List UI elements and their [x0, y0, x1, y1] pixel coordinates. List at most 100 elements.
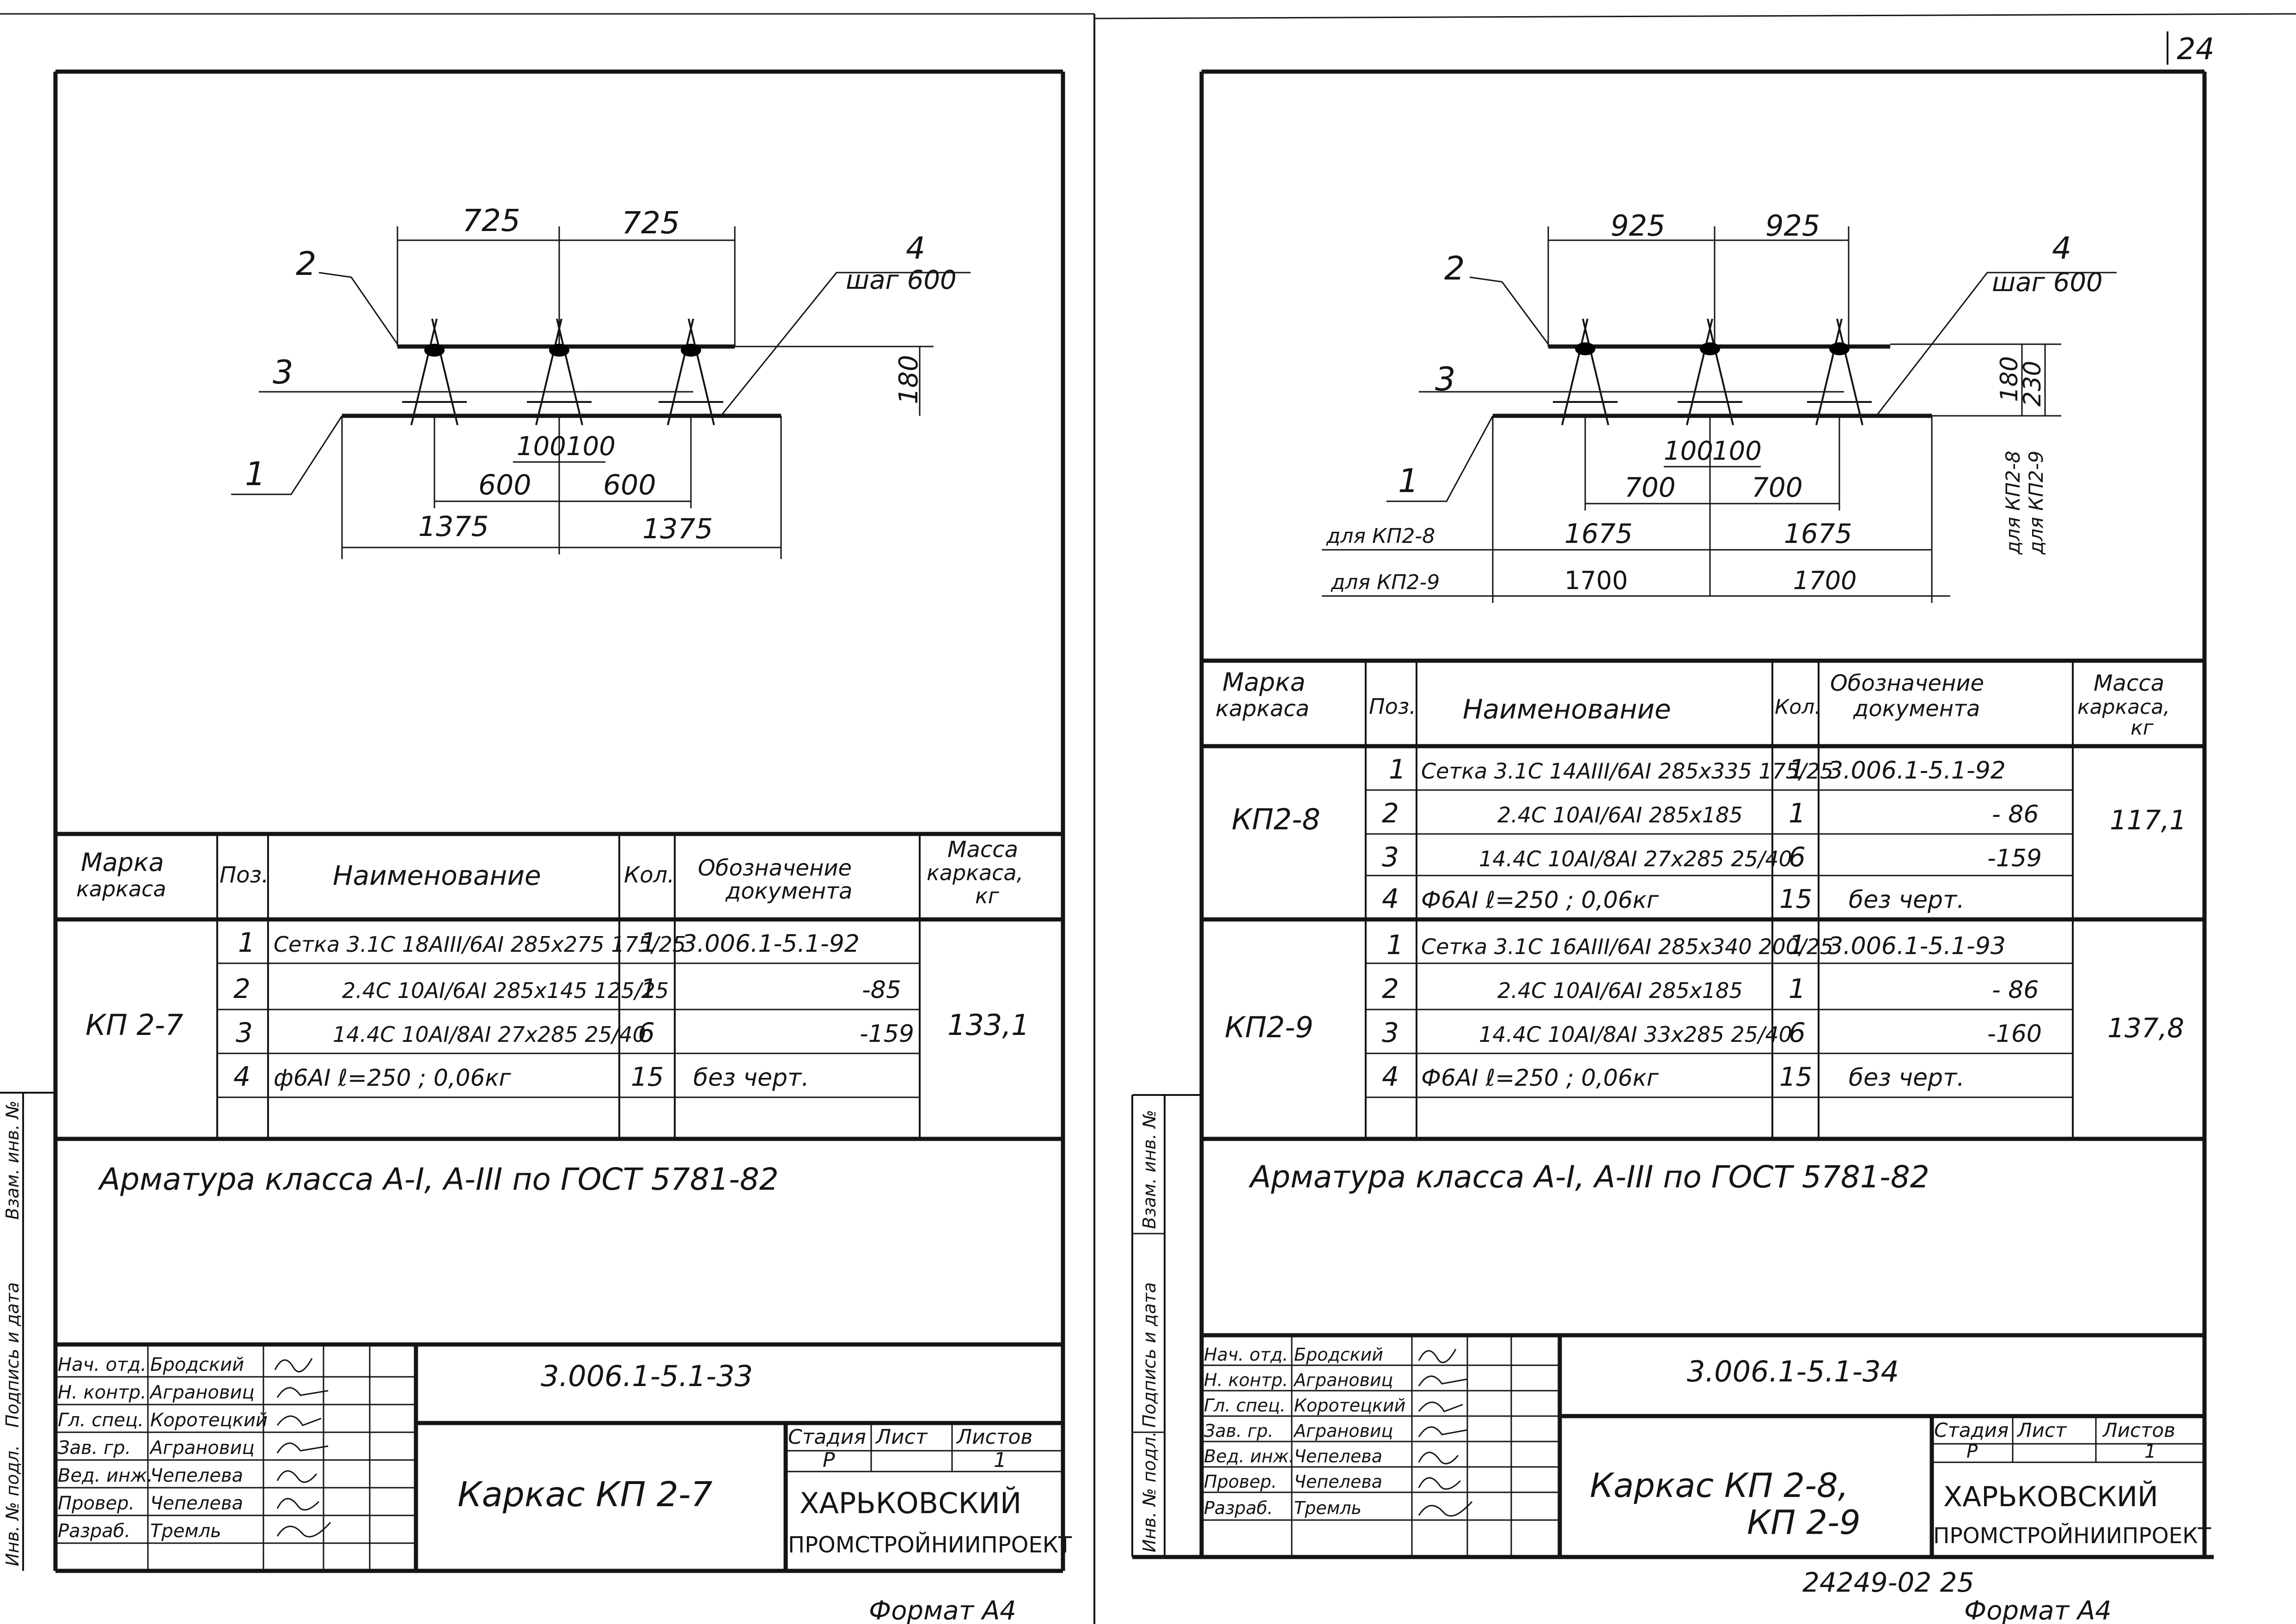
sheet-label: Лист [875, 1425, 928, 1449]
hdr-doc-1: Обозначение [1830, 670, 1984, 696]
truss-1 [1553, 318, 1618, 426]
row-name: Ф6АI ℓ=250 ; 0,06кг [1421, 1064, 1659, 1091]
signature [276, 1415, 322, 1426]
leader-1 [231, 415, 343, 495]
truss-3 [1807, 318, 1872, 426]
hdr-mass-3: кг [2131, 716, 2154, 740]
side-label: Подпись и дата [1139, 1282, 1160, 1428]
signature [276, 1498, 320, 1511]
signer-role: Вед. инж. [1204, 1446, 1295, 1466]
hdr-mass-2: каркаса, [2077, 695, 2170, 719]
mass-kp2-7: 133,1 [947, 1008, 1030, 1042]
signer-role: Провер. [1204, 1472, 1277, 1492]
step-label: шаг 600 [846, 265, 957, 295]
signer-role: Разраб. [58, 1521, 130, 1542]
row-qty: 1 [1789, 797, 1806, 829]
signature [1418, 1375, 1468, 1387]
row3-qty: 6 [638, 1017, 655, 1048]
hdr-mass-1: Масса [947, 837, 1018, 863]
signer-role: Нач. отд. [1204, 1344, 1288, 1365]
dim-mid-1: 600 [478, 469, 531, 501]
row-pos: 3 [1382, 1017, 1399, 1048]
row2-qty: 1 [640, 973, 657, 1004]
row2-doc: -85 [862, 976, 901, 1004]
signature [1418, 1426, 1468, 1437]
row-qty: 1 [1789, 973, 1806, 1004]
row-label-b: для КП2-9 [1331, 571, 1440, 594]
row4-doc: без черт. [693, 1064, 809, 1092]
row2-pos: 2 [233, 973, 250, 1004]
signer-role: Н. контр. [58, 1382, 147, 1403]
row-name: 14.4С 10АI/8АI 27х285 25/40 [1479, 846, 1792, 871]
hdr-name: Наименование [1463, 693, 1671, 725]
right-title-1: Каркас КП 2-8, [1590, 1466, 1849, 1505]
signer-name: Бродский [150, 1354, 244, 1375]
callout-4: 4 [906, 231, 925, 266]
dim-small-2: 100 [1712, 436, 1762, 466]
signer-role: Нач. отд. [58, 1354, 147, 1375]
hdr-doc-2: документа [1853, 696, 1980, 722]
vert-label-b: для КП2-9 [2025, 451, 2047, 555]
vert-label-a: для КП2-8 [2002, 451, 2024, 555]
signer-name: Коротецкий [1294, 1395, 1405, 1416]
hdr-doc-1: Обозначение [698, 855, 852, 881]
signer-name: Аграновиц [1293, 1370, 1393, 1390]
page-number: 24 [2177, 32, 2214, 67]
left-title: Каркас КП 2-7 [458, 1475, 713, 1515]
signature [276, 1387, 329, 1398]
row-name: 2.4С 10АI/6АI 285х185 [1497, 978, 1743, 1003]
row4-qty: 15 [631, 1062, 664, 1092]
mass-kp2-8: 117,1 [2110, 804, 2186, 836]
signer-role: Н. контр. [1204, 1370, 1288, 1390]
row1-doc: 3.006.1-5.1-92 [682, 930, 860, 958]
signature [274, 1358, 313, 1373]
side-label: Взам. инв. № [1139, 1110, 1160, 1229]
row4-name: ф6АI ℓ=250 ; 0,06кг [274, 1064, 512, 1091]
dim-b-2: 1700 [1793, 566, 1856, 595]
signer-role: Разраб. [1204, 1498, 1273, 1518]
signer-name: Аграновиц [149, 1437, 255, 1459]
dim-top-2: 925 [1765, 209, 1820, 243]
org-line2: ПРОМСТРОЙНИИПРОЕКТ [1933, 1523, 2211, 1549]
mark-kp2-7: КП 2-7 [85, 1008, 183, 1042]
signature [276, 1470, 318, 1483]
side-label: Подпись и дата [2, 1282, 23, 1428]
truss-3 [659, 318, 723, 426]
dim-small-2: 100 [566, 432, 616, 462]
row-doc: - 86 [1992, 976, 2039, 1004]
signer-name: Чепелева [150, 1493, 243, 1514]
hdr-mass-1: Масса [2094, 670, 2164, 696]
signer-role: Зав. гр. [1204, 1421, 1273, 1441]
row3-doc: -159 [860, 1020, 914, 1048]
inventory-stamp: 24249-02 25 [1802, 1567, 1974, 1598]
mark-kp2-9: КП2-9 [1225, 1010, 1313, 1044]
org-line1: ХАРЬКОВСКИЙ [1943, 1480, 2158, 1513]
row-qty: 6 [1789, 841, 1806, 873]
side-label: Инв. № подл. [1139, 1431, 1160, 1552]
row-doc: 3.006.1-5.1-92 [1828, 757, 2006, 785]
right-doc-code: 3.006.1-5.1-34 [1687, 1355, 1899, 1388]
signature [1418, 1401, 1463, 1412]
right-title-block: Нач. отд. Бродский Н. контр. Аграновиц Г… [1202, 1335, 2211, 1557]
signer-name: Чепелева [1294, 1472, 1382, 1492]
dim-bottom-1: 1375 [418, 511, 489, 543]
mass-kp2-9: 137,8 [2107, 1012, 2184, 1044]
hdr-pos: Поз. [1369, 694, 1416, 719]
dim-top-1: 725 [462, 203, 520, 238]
row-doc: -160 [1987, 1020, 2042, 1048]
dim-top-1: 925 [1611, 209, 1665, 243]
row-qty: 15 [1779, 884, 1812, 914]
row-doc: 3.006.1-5.1-93 [1828, 932, 2006, 960]
hdr-mass-3: кг [975, 883, 1000, 908]
right-title-2: КП 2-9 [1747, 1503, 1861, 1542]
sheets-label: Листов [956, 1425, 1032, 1449]
org-line2: ПРОМСТРОЙНИИПРОЕКТ [788, 1532, 1072, 1558]
hdr-mark-1: Марка [1222, 668, 1306, 697]
leader-4 [720, 272, 971, 416]
mark-kp2-8: КП2-8 [1232, 803, 1320, 836]
row-doc: -159 [1987, 845, 2042, 872]
row3-pos: 3 [236, 1017, 253, 1048]
row-label-a: для КП2-8 [1326, 524, 1435, 548]
truss-2 [1678, 318, 1742, 426]
row3-name: 14.4С 10АI/8АI 27х285 25/40 [333, 1022, 646, 1047]
